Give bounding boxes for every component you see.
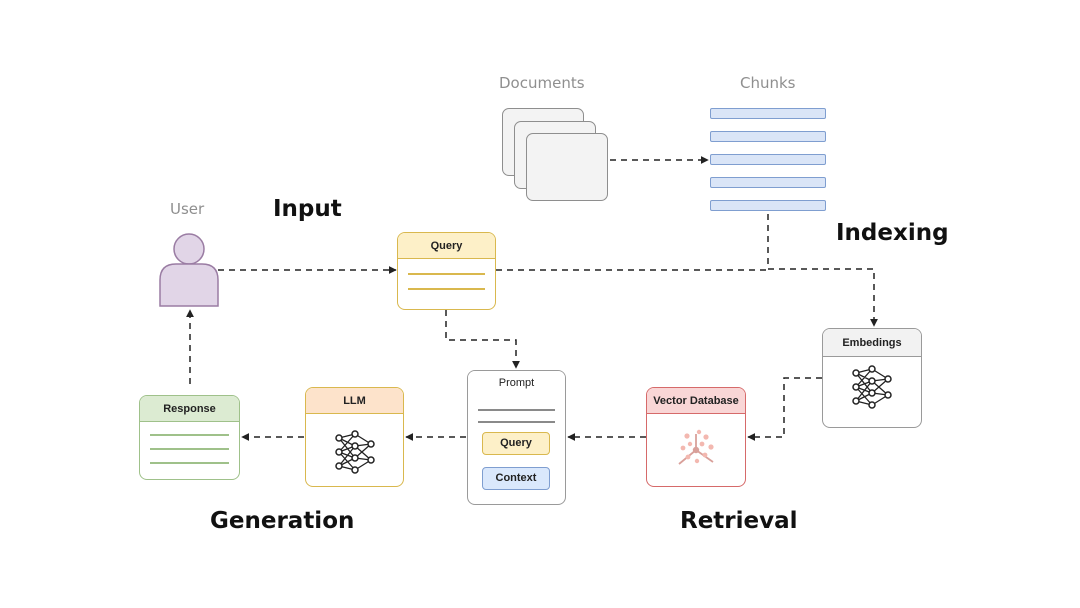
retrieval-stage-label: Retrieval <box>680 508 798 534</box>
query-text-line <box>408 273 485 275</box>
arrow-embeddings-to-vectordb <box>747 377 822 441</box>
user-label: User <box>170 200 205 218</box>
llm-card: LLM <box>305 387 404 487</box>
neural-network-icon <box>335 430 375 474</box>
query-card-header: Query <box>398 233 495 259</box>
response-card: Response <box>139 395 240 480</box>
prompt-text-line <box>478 421 555 423</box>
indexing-stage-label: Indexing <box>836 220 949 246</box>
query-text-line <box>408 288 485 290</box>
chunk-bar <box>710 200 826 211</box>
embeddings-card: Embedings <box>822 328 922 428</box>
response-card-header: Response <box>140 396 239 422</box>
neural-network-icon <box>852 365 892 409</box>
prompt-text-line <box>478 409 555 411</box>
response-text-line <box>150 434 229 436</box>
response-text-line <box>150 462 229 464</box>
arrow-query-to-prompt <box>445 310 520 369</box>
prompt-card: Prompt Query Context <box>467 370 566 505</box>
arrow-chunks-to-embeddings <box>767 214 878 327</box>
chunk-bar <box>710 131 826 142</box>
prompt-query-pill: Query <box>482 432 550 455</box>
vector-cluster-icon <box>678 429 714 465</box>
response-text-line <box>150 448 229 450</box>
generation-stage-label: Generation <box>210 508 355 534</box>
vector-database-card: Vector Database <box>646 387 746 487</box>
input-stage-label: Input <box>273 196 342 222</box>
query-card: Query <box>397 232 496 310</box>
documents-label: Documents <box>499 74 585 92</box>
chunk-bar <box>710 108 826 119</box>
document-card-front <box>526 133 608 201</box>
user-icon <box>159 233 219 307</box>
embeddings-card-header: Embedings <box>823 329 921 357</box>
vector-database-card-header: Vector Database <box>647 388 745 414</box>
llm-card-header: LLM <box>306 388 403 414</box>
prompt-context-pill: Context <box>482 467 550 490</box>
chunk-bar <box>710 177 826 188</box>
chunks-label: Chunks <box>740 74 796 92</box>
prompt-card-header: Prompt <box>468 371 565 395</box>
chunk-bar <box>710 154 826 165</box>
